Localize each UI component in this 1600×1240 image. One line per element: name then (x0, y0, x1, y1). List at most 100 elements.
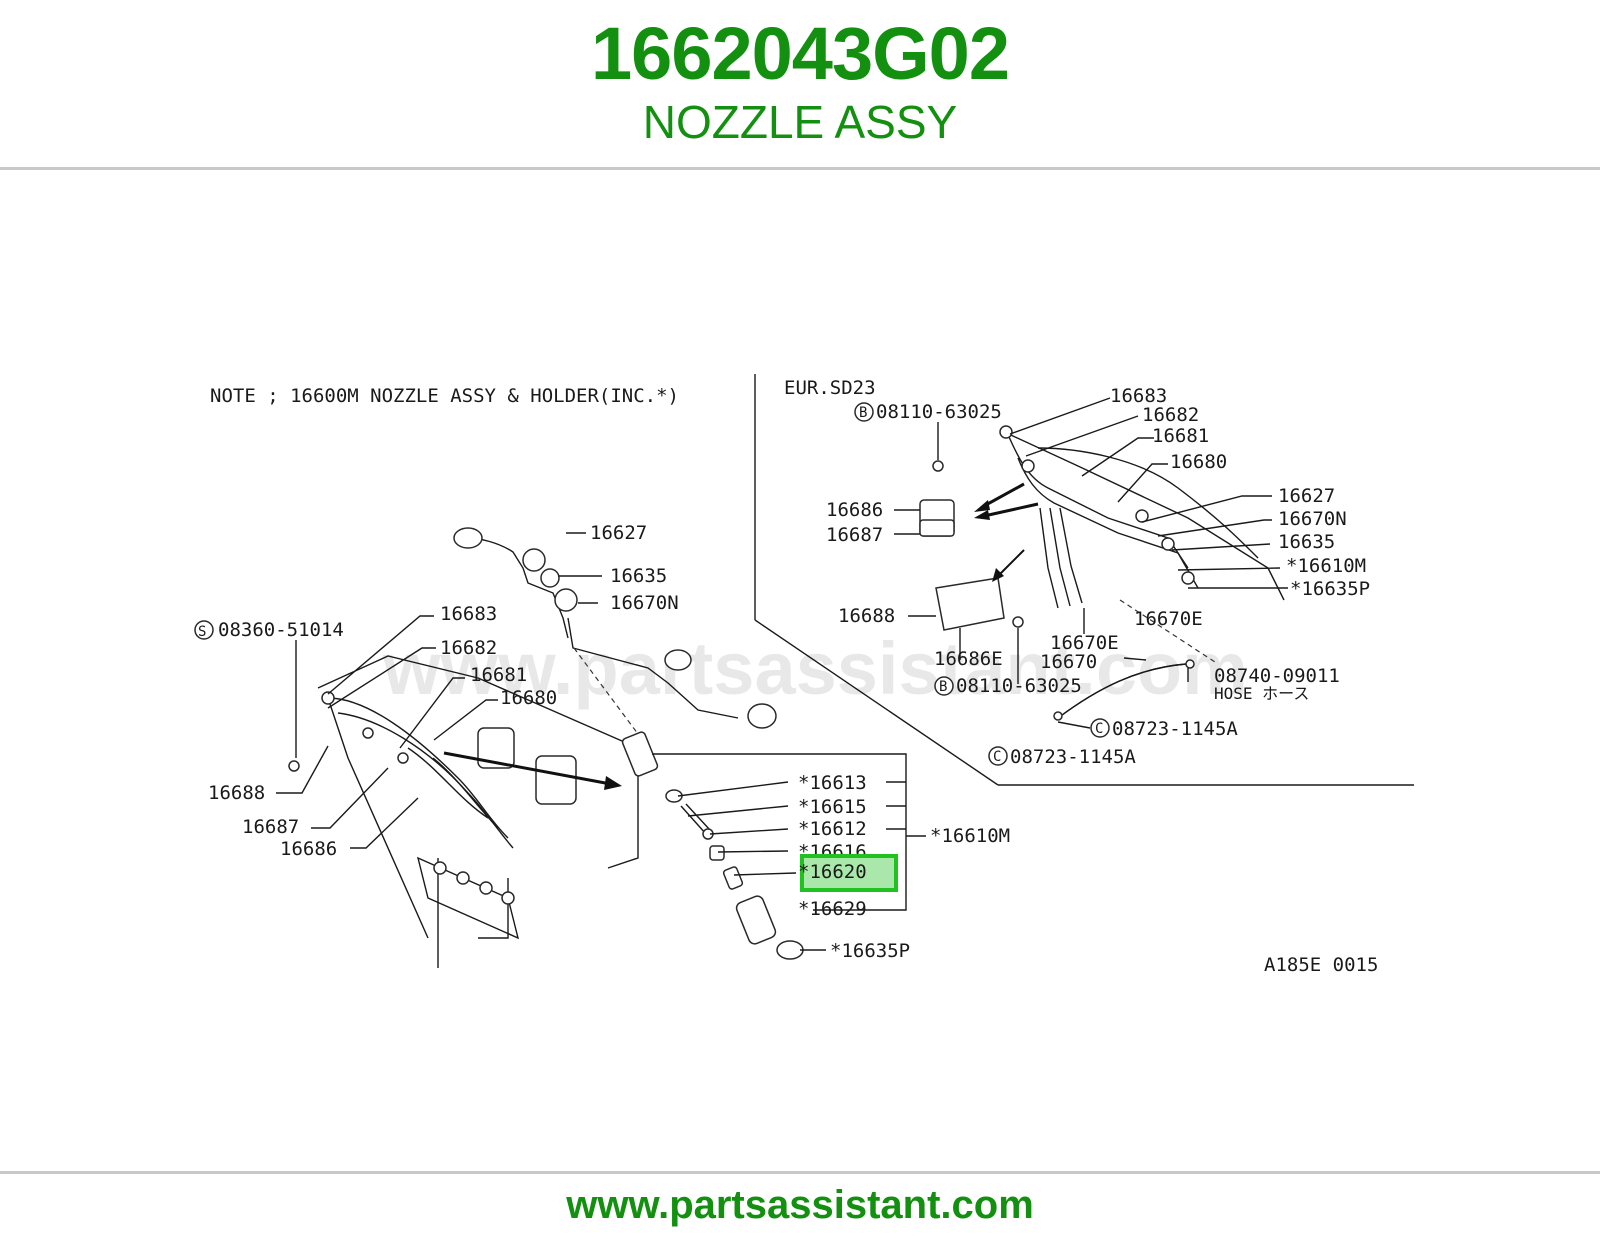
header-divider (0, 167, 1600, 170)
footer-divider (0, 1171, 1600, 1174)
label-r-08723-1145A-b: 08723-1145A (1010, 746, 1136, 768)
pipe-washer-c (554, 588, 578, 612)
leader-r16681 (1081, 437, 1154, 477)
nozzle-gasket-35p (776, 940, 804, 960)
engine-block-drawing (288, 655, 639, 968)
pump-fitting-a (433, 861, 447, 875)
banjo-fitting-top (453, 527, 483, 549)
pump-fitting-b (456, 871, 470, 885)
pump-fitting-d (501, 891, 515, 905)
label-r-16627: 16627 (1278, 485, 1335, 507)
leader-r16670N (1157, 519, 1272, 537)
label-16680: 16680 (500, 687, 557, 709)
label-r-16670E-b: 16670E (1050, 632, 1119, 654)
label-r-16683: 16683 (1110, 385, 1167, 407)
label-08360-51014: 08360-51014 (218, 619, 344, 641)
label-r-16670N: 16670N (1278, 508, 1347, 530)
label-16687: 16687 (242, 816, 299, 838)
mount-bolt (288, 760, 300, 772)
label-16635: 16635 (610, 565, 667, 587)
label-r-08723-1145A-a: 08723-1145A (1112, 718, 1238, 740)
pump-fitting-c (479, 881, 493, 895)
callout-b1-circle (854, 402, 874, 422)
pipe-fitting-mid-b (397, 752, 409, 764)
label-r-16635P: *16635P (1290, 578, 1370, 600)
callout-b1-letter: B (859, 405, 867, 421)
label-r-16686E: 16686E (934, 648, 1003, 670)
leader-l16680 (433, 699, 498, 741)
right-arrow-b-head (974, 510, 990, 520)
engine-cylinder-head-b (477, 727, 515, 769)
leader-r16670 (1123, 657, 1147, 661)
page-header: 1662043G02 NOZZLE ASSY (0, 0, 1600, 168)
note-text: NOTE ; 16600M NOZZLE ASSY & HOLDER(INC.*… (210, 385, 679, 407)
label-r-16670E-a: 16670E (1134, 608, 1203, 630)
label-16683: 16683 (440, 603, 497, 625)
leader-l16683 (327, 615, 434, 695)
callout-c1-circle (1090, 718, 1110, 738)
engine-cylinder-head-a (535, 755, 577, 805)
right-fuel-pipes-a (1005, 429, 1189, 569)
parts-diagram: www.partsassistant.com (178, 338, 1414, 1014)
banjo-fitting-mid (664, 649, 692, 671)
label-16629: *16629 (798, 898, 867, 920)
right-bracket-bolt (1012, 616, 1024, 628)
nozzle-spring (680, 803, 711, 835)
leader-l16681 (399, 677, 465, 749)
right-assembly-dashed-line (1119, 599, 1219, 665)
nozzle-holder-body (621, 731, 659, 777)
fuel-pipe-bundle-a (327, 697, 509, 839)
right-engine-outline-b (1037, 447, 1259, 559)
direction-arrow-left (443, 751, 617, 787)
direction-arrow-left-head (604, 776, 622, 790)
label-r-08110-63025-top: 08110-63025 (876, 401, 1002, 423)
leader-r16682 (1025, 415, 1139, 457)
right-pipe-fitting-d (1161, 537, 1175, 551)
leader-l16688 (276, 745, 329, 794)
label-r-16680: 16680 (1170, 451, 1227, 473)
pipe-washer-a (522, 548, 546, 572)
footer-website-link[interactable]: www.partsassistant.com (566, 1183, 1034, 1227)
leader-r16635 (1171, 543, 1271, 551)
label-r-16635: 16635 (1278, 531, 1335, 553)
part-name-subtitle: NOZZLE ASSY (642, 96, 958, 148)
leader-r16627 (1141, 495, 1272, 523)
label-16688: 16688 (208, 782, 265, 804)
leader-r16610M (1177, 567, 1281, 571)
callout-c2-letter: C (993, 749, 1001, 765)
label-16620-highlighted: *16620 (798, 861, 867, 883)
nozzle-tip-20 (722, 866, 744, 890)
callout-c1-letter: C (1095, 721, 1103, 737)
label-r-16610M: *16610M (1286, 555, 1366, 577)
callout-s-circle (194, 620, 214, 640)
label-r-16688: 16688 (838, 605, 895, 627)
right-bracket-16688 (935, 577, 1005, 631)
pipe-washer-b (540, 568, 560, 588)
label-16627: 16627 (590, 522, 647, 544)
label-16682: 16682 (440, 637, 497, 659)
leaders-nozzle-parts (677, 781, 797, 876)
callout-s-letter: S (198, 624, 206, 640)
engine-outline (317, 655, 639, 869)
right-arrow-a-head (974, 500, 990, 512)
label-r-16686: 16686 (826, 499, 883, 521)
right-pipe-fitting-b (1021, 459, 1035, 473)
bracket-ticks (886, 781, 926, 837)
right-arrow-c-head (992, 568, 1004, 582)
leak-off-pipe-drawing (453, 527, 777, 735)
right-arrow-b (983, 502, 1039, 518)
label-16670N: 16670N (610, 592, 679, 614)
right-fuel-pipes-b (1017, 457, 1199, 589)
right-clamp-16687 (919, 519, 955, 537)
highlight-box (800, 854, 898, 892)
label-16610M: *16610M (930, 825, 1010, 847)
label-r-16681: 16681 (1152, 425, 1209, 447)
leader-r16683 (1009, 397, 1111, 435)
part-number-title: 1662043G02 (591, 12, 1010, 95)
parts-diagram-svg: www.partsassistant.com (194, 374, 1414, 976)
label-16686: 16686 (280, 838, 337, 860)
bracket-16610M (652, 753, 907, 911)
nozzle-retainer-16 (709, 845, 725, 861)
callout-b2-letter: B (939, 679, 947, 695)
label-r-hose: HOSE ホース (1214, 684, 1309, 703)
